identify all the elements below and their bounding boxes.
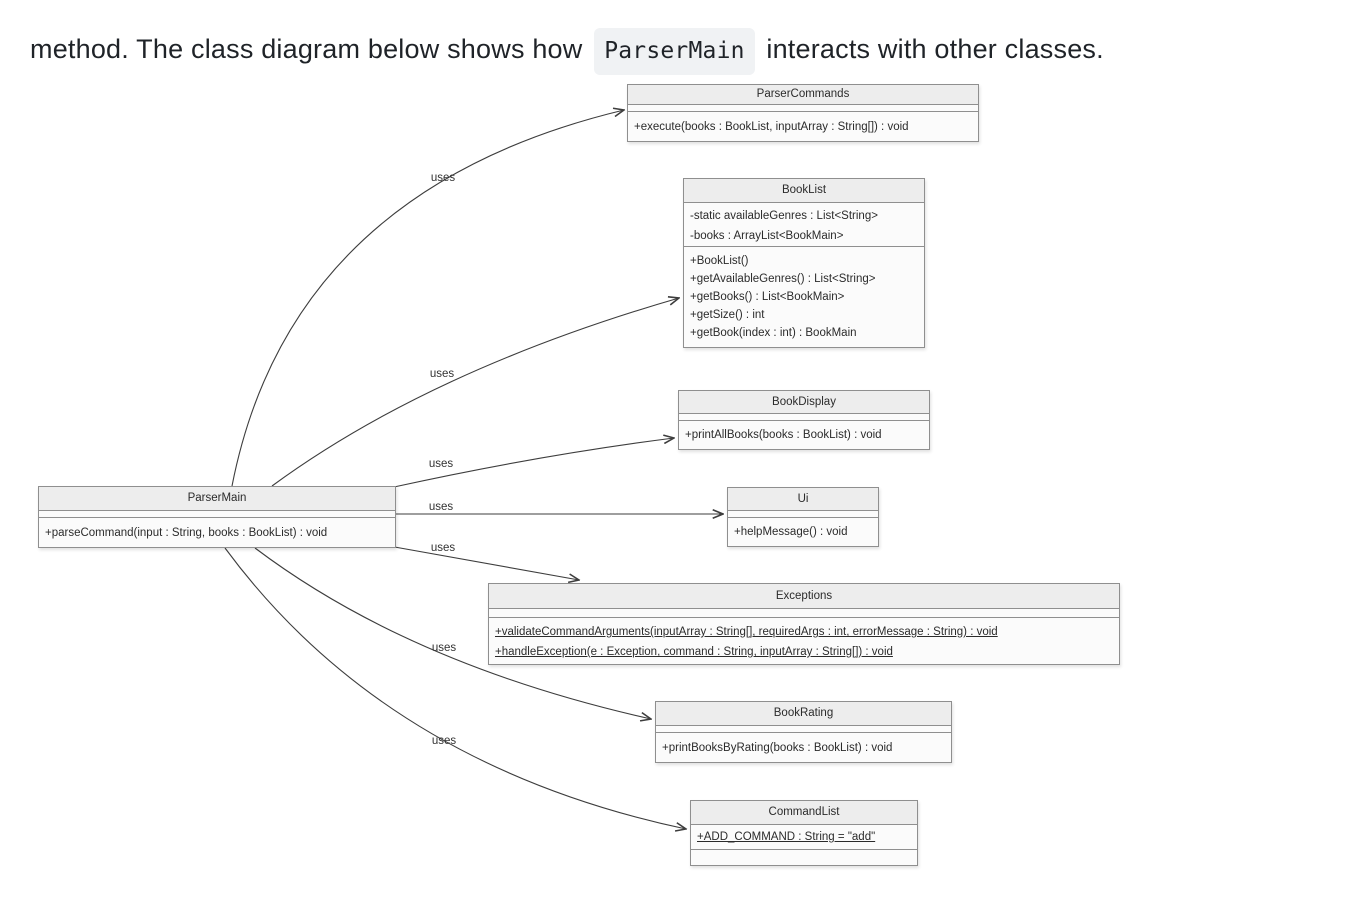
class-methods: +parseCommand(input : String, books : Bo… — [39, 518, 395, 547]
class-attributes-empty — [628, 105, 978, 112]
class-attributes-empty — [728, 511, 878, 518]
class-attributes-empty — [489, 609, 1119, 618]
class-methods: +validateCommandArguments(inputArray : S… — [489, 618, 1119, 664]
class-method: +printAllBooks(books : BookList) : void — [685, 429, 882, 441]
class-booklist: BookList -static availableGenres : List<… — [683, 178, 925, 348]
edge-label-uses: uses — [430, 172, 456, 184]
class-method: +getBooks() : List<BookMain> — [690, 291, 845, 303]
class-attributes: -static availableGenres : List<String> -… — [684, 203, 924, 247]
class-ui: Ui +helpMessage() : void — [727, 487, 879, 547]
class-methods: +printBooksByRating(books : BookList) : … — [656, 733, 951, 762]
class-method: +getSize() : int — [690, 309, 765, 321]
class-title: BookRating — [656, 702, 951, 726]
class-bookrating: BookRating +printBooksByRating(books : B… — [655, 701, 952, 763]
class-title: ParserCommands — [628, 85, 978, 105]
edge-label-uses: uses — [428, 458, 454, 470]
class-method: +getBook(index : int) : BookMain — [690, 327, 857, 339]
class-methods-empty — [691, 850, 917, 865]
class-method: +getAvailableGenres() : List<String> — [690, 273, 876, 285]
edge-exceptions — [388, 545, 579, 580]
class-method: +execute(books : BookList, inputArray : … — [634, 120, 909, 133]
class-title: CommandList — [691, 801, 917, 825]
class-method-static: +validateCommandArguments(inputArray : S… — [495, 626, 998, 638]
description-text: method. The class diagram below shows ho… — [30, 28, 1340, 75]
class-attributes-empty — [656, 726, 951, 733]
class-attribute-static: +ADD_COMMAND : String = "add" — [697, 831, 876, 843]
class-exceptions: Exceptions +validateCommandArguments(inp… — [488, 583, 1120, 665]
class-title: BookList — [684, 179, 924, 203]
class-parsermain: ParserMain +parseCommand(input : String,… — [38, 486, 396, 548]
class-parsercommands: ParserCommands +execute(books : BookList… — [627, 84, 979, 142]
description-after: interacts with other classes. — [766, 34, 1104, 64]
class-methods: +execute(books : BookList, inputArray : … — [628, 112, 978, 141]
edge-booklist — [271, 298, 679, 487]
edge-commandlist — [224, 547, 686, 829]
class-attributes-empty — [39, 511, 395, 518]
class-title: ParserMain — [39, 487, 395, 511]
class-title: BookDisplay — [679, 391, 929, 414]
class-bookdisplay: BookDisplay +printAllBooks(books : BookL… — [678, 390, 930, 450]
class-methods: +helpMessage() : void — [728, 518, 878, 546]
edge-label-uses: uses — [431, 735, 457, 747]
class-attributes: +ADD_COMMAND : String = "add" — [691, 825, 917, 850]
class-method: +printBooksByRating(books : BookList) : … — [662, 741, 893, 754]
class-commandlist: CommandList +ADD_COMMAND : String = "add… — [690, 800, 918, 866]
class-methods: +printAllBooks(books : BookList) : void — [679, 421, 929, 449]
edge-label-uses: uses — [430, 542, 456, 554]
edge-bookdisplay — [393, 438, 674, 488]
description-before: method. The class diagram below shows ho… — [30, 34, 583, 64]
class-attribute: -static availableGenres : List<String> — [690, 210, 878, 222]
class-method: +helpMessage() : void — [734, 526, 848, 538]
class-methods: +BookList() +getAvailableGenres() : List… — [684, 247, 924, 347]
class-method: +BookList() — [690, 255, 749, 267]
class-method: +parseCommand(input : String, books : Bo… — [45, 526, 328, 539]
edge-label-uses: uses — [429, 368, 455, 380]
edge-label-uses: uses — [428, 501, 454, 513]
class-title: Ui — [728, 488, 878, 511]
inline-code-parsermain: ParserMain — [594, 28, 755, 75]
class-title: Exceptions — [489, 584, 1119, 609]
class-method-static: +handleException(e : Exception, command … — [495, 646, 893, 658]
edge-label-uses: uses — [431, 642, 457, 654]
class-attribute: -books : ArrayList<BookMain> — [690, 230, 844, 242]
class-attributes-empty — [679, 414, 929, 421]
edge-bookrating — [254, 547, 651, 719]
edge-parsercommands — [231, 110, 624, 487]
